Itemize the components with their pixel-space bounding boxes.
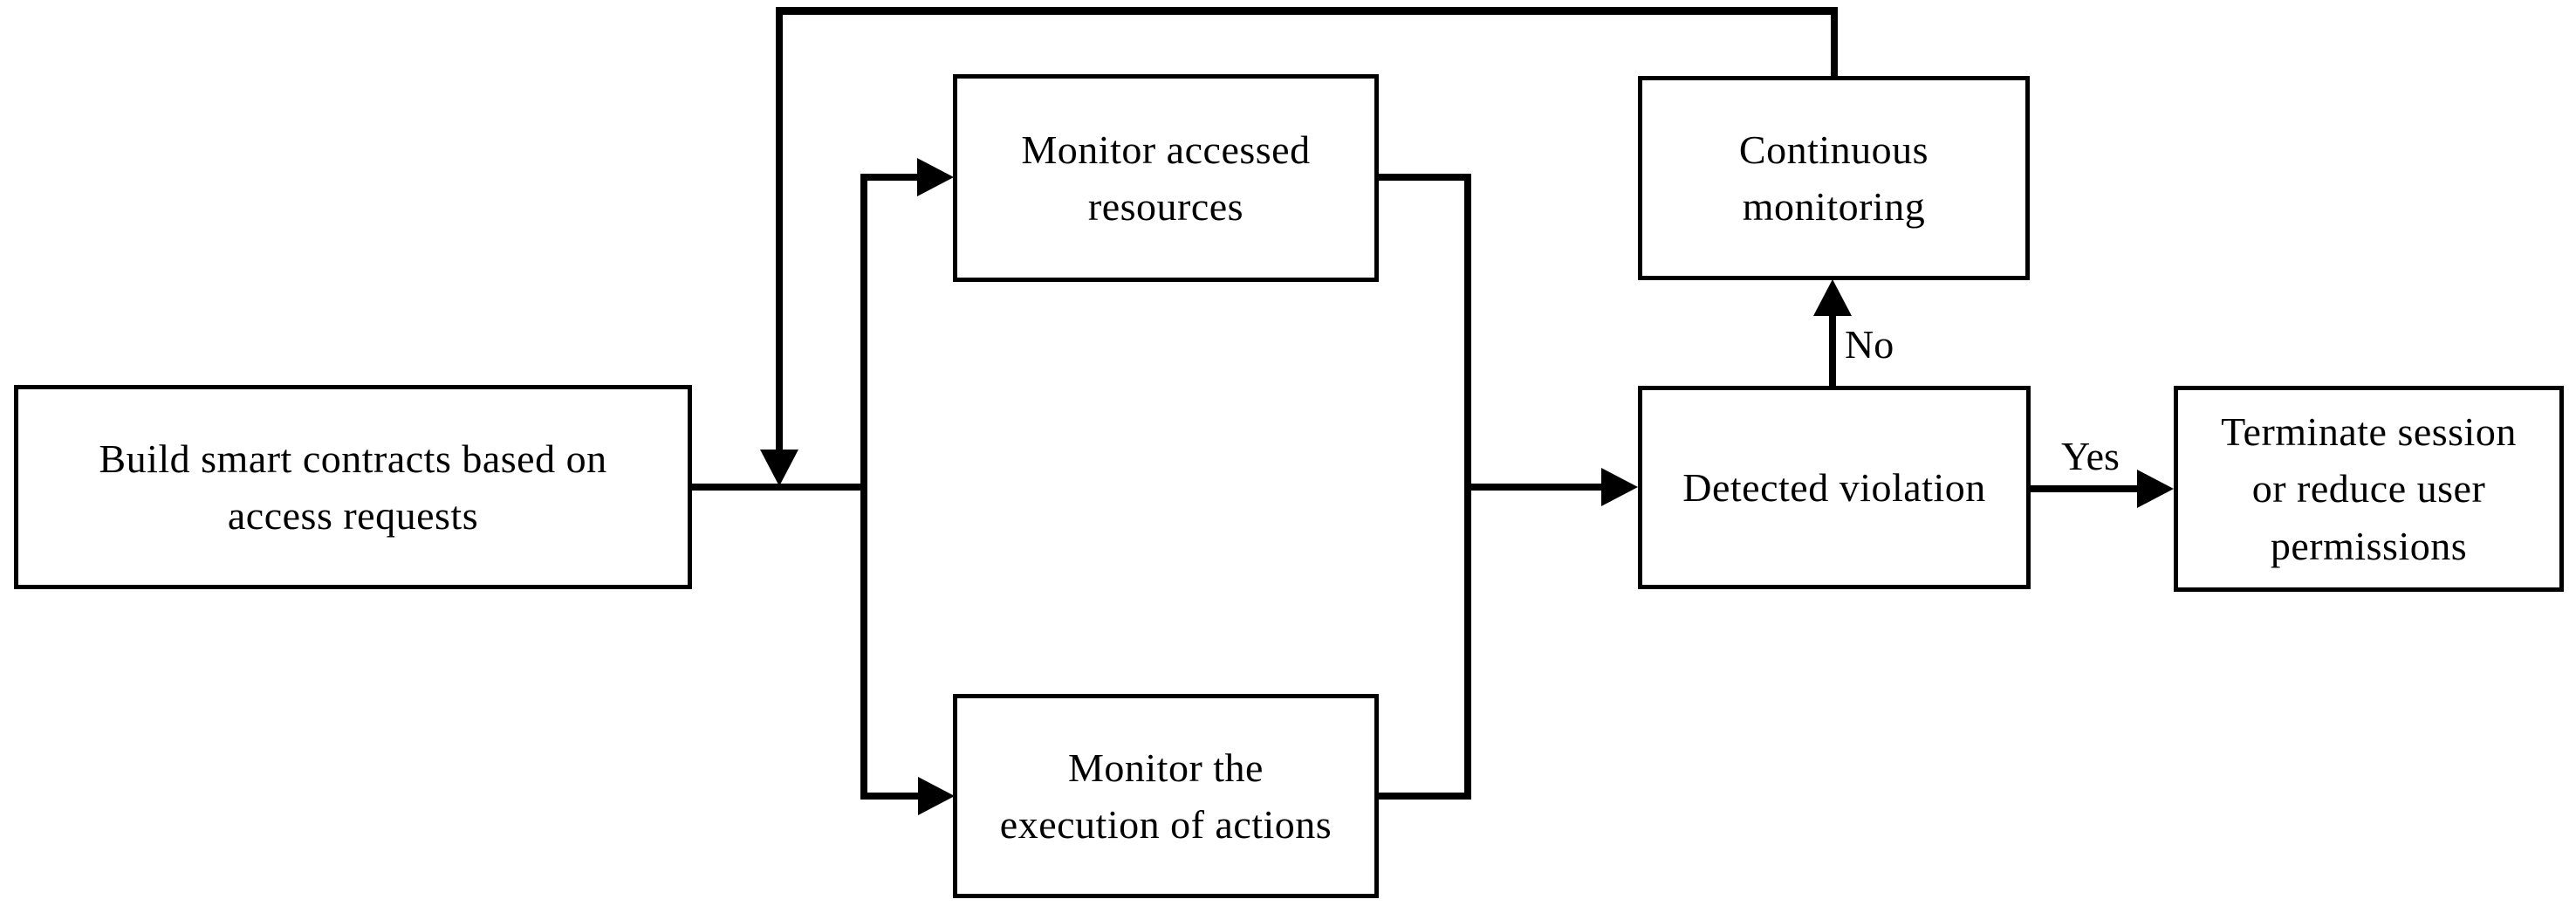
edge-split-to-monitor-resources	[864, 174, 918, 181]
node-build-smart-contracts: Build smart contracts based on access re…	[14, 385, 692, 589]
edge-merge-to-detected	[1468, 484, 1602, 491]
node-detected-violation: Detected violation	[1638, 386, 2031, 589]
edge-monitor-resources-out	[1378, 174, 1471, 181]
node-terminate-line-3: permissions	[2270, 523, 2468, 568]
node-build-line-2: access requests	[227, 493, 479, 538]
node-monitor-resources-line-1: Monitor accessed	[1021, 127, 1311, 172]
arrowhead-into-monitor-actions	[918, 777, 955, 815]
node-continuous-line-2: monitoring	[1742, 184, 1926, 229]
node-build-line-1: Build smart contracts based on	[99, 436, 607, 481]
node-terminate-line-1: Terminate session	[2221, 409, 2517, 455]
edge-yes-horizontal	[2030, 485, 2138, 492]
edge-split-vertical	[860, 174, 867, 800]
node-terminate-line-2: or reduce user	[2251, 466, 2486, 511]
arrowhead-into-continuous-monitoring	[1813, 279, 1852, 316]
node-monitor-execution-of-actions: Monitor the execution of actions	[953, 694, 1379, 898]
node-monitor-resources-line-2: resources	[1087, 184, 1244, 229]
node-monitor-actions-line-1: Monitor the	[1068, 745, 1264, 790]
arrowhead-into-terminate	[2137, 470, 2174, 508]
node-detected-line-1: Detected violation	[1682, 464, 1986, 510]
edge-no-vertical	[1829, 312, 1836, 386]
node-terminate-session: Terminate session or reduce user permiss…	[2174, 386, 2564, 592]
node-continuous-monitoring: Continuous monitoring	[1638, 76, 2030, 280]
arrowhead-loop-into-split	[760, 450, 798, 486]
edge-label-yes: Yes	[2061, 434, 2120, 478]
edge-split-to-monitor-actions	[864, 793, 919, 800]
node-monitor-accessed-resources: Monitor accessed resources	[953, 74, 1379, 282]
edge-loop-from-continuous	[1831, 7, 1838, 79]
edge-monitor-actions-out	[1378, 793, 1471, 800]
node-continuous-line-1: Continuous	[1738, 127, 1929, 172]
edge-loop-top-horizontal	[776, 7, 1838, 15]
node-monitor-actions-line-2: execution of actions	[999, 802, 1333, 847]
arrowhead-into-monitor-resources	[917, 158, 954, 196]
edge-build-to-split	[691, 484, 864, 491]
edge-label-no: No	[1845, 322, 1894, 367]
edge-loop-down-vertical	[776, 7, 783, 452]
arrowhead-into-detected-violation	[1601, 468, 1638, 506]
